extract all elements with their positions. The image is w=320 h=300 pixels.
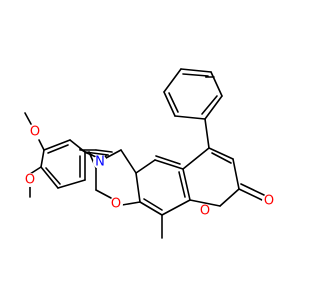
svg-text:O: O <box>264 194 274 209</box>
structure-diagram: O O N O O O <box>23 68 276 239</box>
svg-text:O: O <box>111 197 121 212</box>
molecule-svg: O O N O O O <box>23 68 276 239</box>
central-benzene-ring <box>135 155 191 239</box>
pyranone-ring <box>182 147 265 207</box>
svg-text:O: O <box>30 125 40 140</box>
oxazine-ring <box>95 149 141 206</box>
atom-o-methoxy-bottom: O <box>23 173 37 188</box>
atom-n-ring: N <box>93 155 107 170</box>
atom-o-pyranone: O <box>198 204 212 219</box>
atom-o-carbonyl: O <box>262 194 276 209</box>
phenyl-ring <box>163 68 223 149</box>
atom-o-methoxy-top: O <box>28 125 42 140</box>
svg-text:O: O <box>200 204 210 219</box>
atom-o-oxazine: O <box>109 197 123 212</box>
svg-text:N: N <box>95 155 105 170</box>
svg-text:O: O <box>25 173 35 188</box>
